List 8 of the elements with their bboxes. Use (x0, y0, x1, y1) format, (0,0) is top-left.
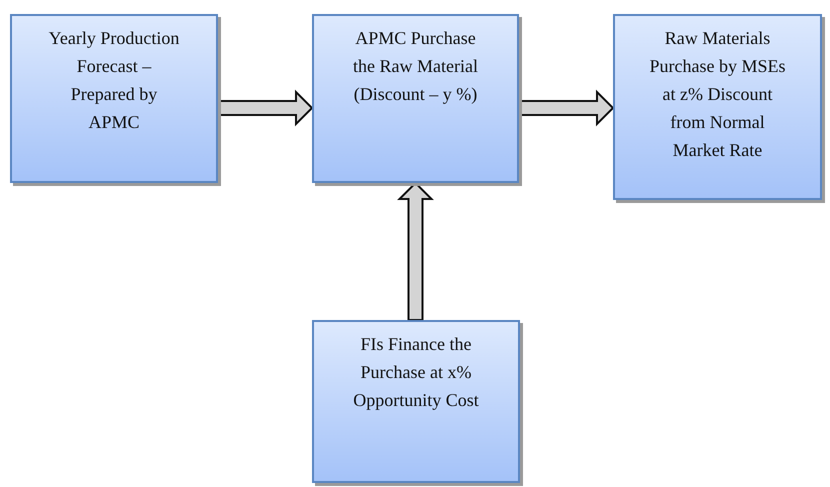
process-box (312, 320, 520, 483)
process-box (312, 14, 519, 183)
process-box (10, 14, 218, 183)
box-text: Yearly Production Forecast – Prepared by APMC (48, 27, 180, 134)
box-text: APMC Purchase the Raw Material (Discount – y %) (352, 27, 479, 106)
box-text: Raw Materials Purchase by MSEs at z% Discount from Normal Market Rate (648, 27, 786, 162)
process-box (613, 14, 822, 200)
box-text: FIs Finance the Purchase at x% Opportunity Cost (352, 333, 480, 412)
